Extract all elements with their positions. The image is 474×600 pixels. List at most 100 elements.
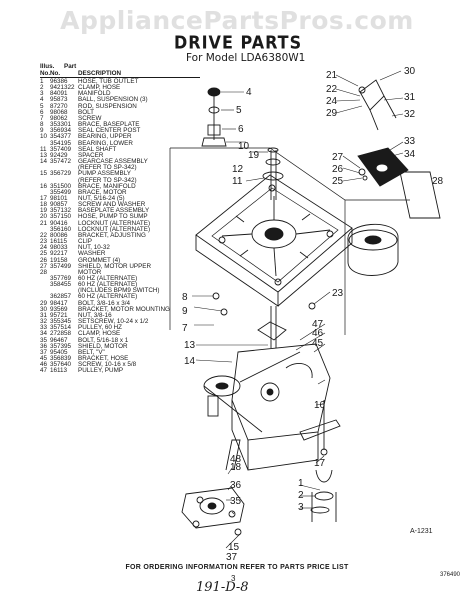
parts-row-illus: 3 (40, 90, 44, 98)
parts-row-description: CLIP (78, 238, 92, 246)
callout-24: 24 (326, 96, 338, 107)
parts-row-part-no: 272858 (50, 330, 72, 338)
callout-6: 6 (238, 124, 244, 135)
parts-row-description: PULLEY, PUMP (78, 367, 124, 375)
parts-row-illus: 35 (40, 336, 48, 344)
parts-row-illus: 1 (40, 78, 44, 85)
callout-2: 2 (298, 490, 304, 501)
page-title: DRIVE PARTS (174, 32, 303, 53)
parts-row-description: SETSCREW, 10-24 x 1/2 (78, 318, 149, 326)
callout-33: 33 (404, 136, 416, 147)
parts-row-description: BEARING, LOWER (78, 139, 133, 147)
parts-row-part-no: 358455 (50, 281, 72, 289)
parts-row-description: BRACKET, ADJUSTING (78, 231, 146, 239)
diagram-code: A-1231 (410, 528, 433, 535)
header-description: DESCRIPTION (78, 69, 122, 77)
parts-row-illus: 46 (40, 361, 48, 369)
callout-30: 30 (404, 66, 416, 77)
parts-row-part-no: 95405 (50, 348, 68, 356)
parts-row: (INCLUDES BPM9 SWITCH) (40, 288, 200, 294)
parts-row-description: LOCKNUT (ALTERNATE) (78, 219, 151, 227)
parts-row-illus: 47 (40, 367, 48, 375)
parts-row-description: BEARING, UPPER (78, 133, 132, 141)
parts-row-part-no: 357640 (50, 361, 72, 369)
ordering-footer: FOR ORDERING INFORMATION REFER TO PARTS … (125, 564, 349, 571)
parts-row-description: BELT, "V" (78, 348, 105, 356)
callout-14: 14 (184, 356, 196, 367)
parts-row-part-no: 357499 (50, 262, 72, 270)
parts-row-part-no: 92429 (50, 151, 68, 159)
callout-46: 46 (312, 328, 324, 339)
header-no: No. (40, 69, 51, 77)
parts-row-description: NUT, 5/16-24 (5) (78, 194, 125, 202)
parts-row-part-no: 9421322 (50, 84, 75, 92)
parts-row-description: 60 HZ (ALTERNATE) (78, 281, 138, 289)
parts-row-description: NUT, 10-32 (78, 244, 110, 252)
parts-row-part-no: 357395 (50, 342, 72, 350)
callout-21: 21 (326, 70, 338, 81)
parts-list-header-top: Illus. Part (40, 63, 200, 71)
callout-26: 26 (332, 164, 344, 175)
parts-row-part-no: 355345 (50, 318, 72, 326)
parts-row-illus: 14 (40, 158, 48, 166)
callout-35: 35 (230, 496, 242, 507)
baseplate-drawing (195, 174, 353, 307)
callout-31: 31 (404, 92, 416, 103)
callout-22: 22 (326, 84, 338, 95)
callout-48: 48 (230, 454, 242, 465)
parts-row-description: 60 HZ (ALTERNATE) (78, 275, 138, 282)
parts-row-part-no: 356160 (50, 225, 72, 233)
parts-row-description: PULLEY, 60 HZ (78, 324, 122, 332)
parts-row-description: BRACKET, HOSE (78, 355, 129, 363)
parts-row-illus: 36 (40, 342, 48, 350)
parts-row-description: SHIELD, MOTOR (78, 342, 128, 350)
parts-row-illus: 8 (40, 121, 44, 129)
callout-17: 17 (314, 458, 326, 469)
parts-row-description: GEARCASE ASSEMBLY (78, 158, 148, 166)
parts-row-part-no: 98068 (50, 108, 68, 116)
parts-row-part-no: 362857 (50, 293, 72, 301)
parts-row-description: BOLT, 5/16-18 x 1 (78, 336, 129, 344)
parts-row-illus: 6 (40, 108, 44, 116)
document-number: 376490 (440, 572, 461, 578)
callout-28: 28 (432, 176, 444, 187)
parts-row-part-no: 16115 (50, 238, 68, 246)
parts-row-part-no: 357472 (50, 158, 72, 166)
parts-row-description: SCREW (78, 114, 102, 122)
center-post-drawing (262, 147, 284, 200)
parts-row-illus: 26 (40, 256, 48, 264)
callout-layer: 1234567891011121314151617181921222324252… (182, 66, 444, 563)
header-part: Part (64, 63, 77, 70)
parts-row-illus: 45 (40, 355, 48, 363)
parts-row-part-no: 353301 (50, 121, 72, 129)
parts-row-description: SCREW, 10-16 x 5/8 (78, 361, 137, 369)
parts-row-description: SHIELD, MOTOR UPPER (78, 262, 152, 270)
parts-row-description: (REFER TO SP-342) (78, 176, 137, 184)
callout-9: 9 (182, 306, 188, 317)
parts-row-part-no: 98062 (50, 114, 68, 122)
parts-row-part-no: 357132 (50, 207, 72, 215)
page-subtitle: For Model LDA6380W1 (186, 52, 306, 64)
callout-36: 36 (230, 480, 242, 491)
callout-11: 11 (232, 176, 243, 187)
parts-row-illus: 4 (40, 96, 44, 104)
parts-row-illus: 7 (40, 114, 44, 122)
callout-25: 25 (332, 176, 344, 187)
parts-row-part-no: 356729 (50, 170, 72, 178)
parts-row-part-no: 355499 (50, 188, 72, 196)
